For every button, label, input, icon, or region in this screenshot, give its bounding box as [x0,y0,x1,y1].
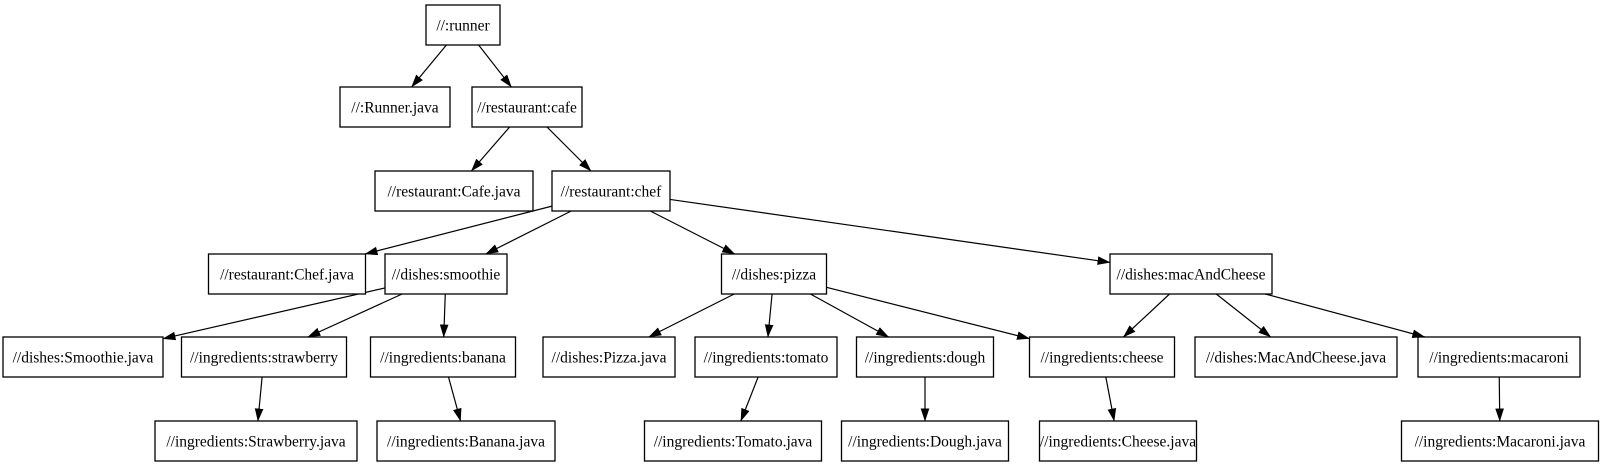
node-label-mac-and-cheese: //dishes:macAndCheese [1117,267,1266,284]
graph-edge-smoothie--banana [439,293,449,338]
graph-node-mac-and-cheese: //dishes:macAndCheese [1109,253,1273,295]
node-label-cafe: //restaurant:cafe [477,100,577,117]
node-label-cheese-java: //ingredients:Cheese.java [1040,434,1196,451]
node-box-chef-java [207,253,367,295]
graph-node-runner-java: //:Runner.java [339,86,451,128]
node-label-dough: //ingredients:dough [865,350,986,367]
graph-edge-mac-and-cheese--macaroni [1265,293,1426,338]
node-label-smoothie: //dishes:smoothie [392,267,501,284]
node-label-chef-java: //restaurant:Chef.java [220,267,354,284]
graph-edge-strawberry--strawberry-java [254,376,264,422]
node-label-cafe-java: //restaurant:Cafe.java [388,184,521,201]
node-box-macaroni [1417,336,1581,378]
graph-edge-chef--mac-and-cheese [669,198,1111,265]
node-box-runner-java [339,86,451,128]
node-label-macaroni-java: //ingredients:Macaroni.java [1415,434,1586,451]
graph-edge-cafe--chef [546,126,592,172]
graph-edge-mac-and-cheese--cheese [1123,293,1170,338]
graph-node-banana-java: //ingredients:Banana.java [376,420,556,462]
graph-node-smoothie: //dishes:smoothie [384,253,508,295]
graph-edge-pizza--cheese [826,286,1031,340]
graph-edge-smoothie--strawberry [307,293,403,338]
graph-node-chef: //restaurant:chef [551,170,671,212]
graph-node-macaroni-java: //ingredients:Macaroni.java [1400,420,1600,462]
graph-node-dough: //ingredients:dough [855,336,995,378]
node-box-smoothie-java [2,336,164,378]
graph-edge-chef--smoothie [485,210,572,255]
node-label-macaroni: //ingredients:macaroni [1429,350,1569,367]
graph-edge-runner--cafe [478,44,512,88]
node-label-banana: //ingredients:banana [380,350,506,367]
graph-edge-chef--chef-java [364,205,553,256]
graph-edge-cafe--cafe-java [470,126,511,172]
node-label-runner: //:runner [436,18,490,35]
graph-node-chef-java: //restaurant:Chef.java [207,253,367,295]
graph-node-banana: //ingredients:banana [369,336,517,378]
node-label-strawberry: //ingredients:strawberry [190,350,338,367]
graph-node-cafe-java: //restaurant:Cafe.java [374,170,534,212]
graph-node-runner: //:runner [425,4,501,46]
node-label-tomato: //ingredients:tomato [704,350,829,367]
node-label-runner-java: //:Runner.java [351,100,439,117]
graph-node-tomato: //ingredients:tomato [694,336,838,378]
graph-edge-smoothie--smoothie-java [162,287,386,341]
graph-edge-runner--runner-java [411,44,447,88]
node-label-chef: //restaurant:chef [561,184,663,201]
node-box-mac-and-cheese-java [1194,336,1398,378]
graph-node-cheese-java: //ingredients:Cheese.java [1038,420,1198,462]
node-box-tomato-java [643,420,823,462]
node-box-pizza [720,253,828,295]
graph-edge-pizza--tomato [764,293,774,338]
graph-edge-chef--pizza [650,210,736,255]
node-box-banana [369,336,517,378]
graph-node-strawberry-java: //ingredients:Strawberry.java [154,420,358,462]
edges-layer [162,44,1504,422]
node-box-mac-and-cheese [1109,253,1273,295]
node-box-pizza-java [542,336,676,378]
graph-edge-pizza--dough [810,293,890,338]
graph-node-smoothie-java: //dishes:Smoothie.java [2,336,164,378]
graph-node-cafe: //restaurant:cafe [471,86,583,128]
node-box-dough [855,336,995,378]
node-box-cafe [471,86,583,128]
node-label-tomato-java: //ingredients:Tomato.java [654,434,813,451]
node-box-cafe-java [374,170,534,212]
node-box-tomato [694,336,838,378]
node-box-cheese-java [1038,420,1198,462]
node-label-dough-java: //ingredients:Dough.java [848,434,1002,451]
graph-node-cheese: //ingredients:cheese [1028,336,1176,378]
graph-node-mac-and-cheese-java: //dishes:MacAndCheese.java [1194,336,1398,378]
graph-node-tomato-java: //ingredients:Tomato.java [643,420,823,462]
graph-node-pizza: //dishes:pizza [720,253,828,295]
node-box-chef [551,170,671,212]
node-box-strawberry-java [154,420,358,462]
node-box-strawberry [180,336,348,378]
node-box-smoothie [384,253,508,295]
node-label-banana-java: //ingredients:Banana.java [387,434,545,451]
graph-edge-pizza--pizza-java [648,293,735,338]
graph-edge-banana--banana-java [447,376,462,422]
node-box-macaroni-java [1400,420,1600,462]
node-label-pizza-java: //dishes:Pizza.java [552,350,667,367]
node-label-strawberry-java: //ingredients:Strawberry.java [166,434,345,451]
node-label-smoothie-java: //dishes:Smoothie.java [13,350,154,367]
node-label-cheese: //ingredients:cheese [1040,350,1163,367]
graph-node-pizza-java: //dishes:Pizza.java [542,336,676,378]
node-box-cheese [1028,336,1176,378]
node-box-banana-java [376,420,556,462]
graph-node-strawberry: //ingredients:strawberry [180,336,348,378]
graph-edge-mac-and-cheese--mac-and-cheese-java [1215,293,1272,338]
graph-edge-macaroni--macaroni-java [1495,376,1504,422]
nodes-layer: //:runner //:Runner.java //restaurant:cafe… [2,4,1600,462]
graph-edge-tomato--tomato-java [740,376,759,422]
graph-edge-cheese--cheese-java [1105,376,1117,422]
node-box-runner [425,4,501,46]
graph-node-dough-java: //ingredients:Dough.java [840,420,1010,462]
node-label-pizza: //dishes:pizza [732,267,816,284]
graph-node-macaroni: //ingredients:macaroni [1417,336,1581,378]
node-box-dough-java [840,420,1010,462]
node-label-mac-and-cheese-java: //dishes:MacAndCheese.java [1206,350,1386,367]
